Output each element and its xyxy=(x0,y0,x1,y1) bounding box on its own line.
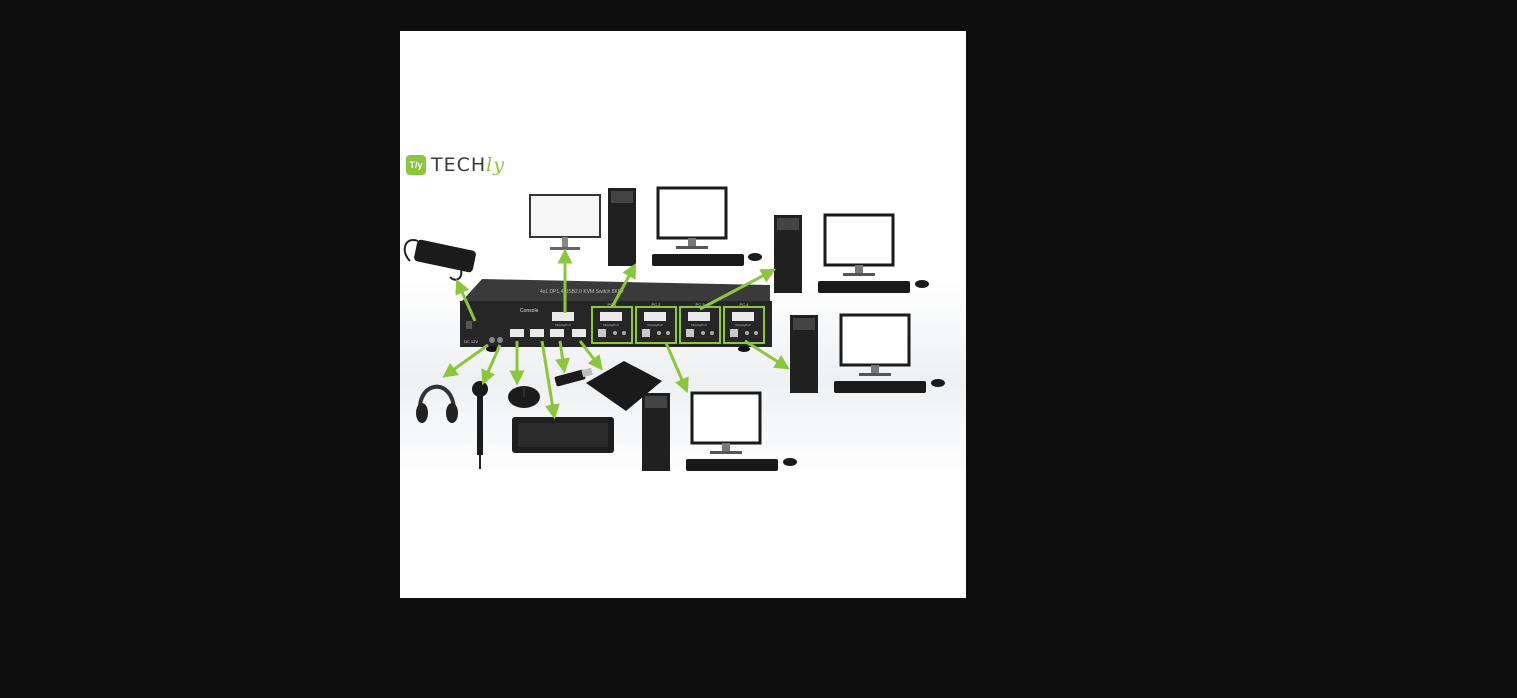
arrow-keyboard xyxy=(540,340,560,420)
logo-text: TECHly xyxy=(431,154,505,176)
displayport-label: DisplayPort xyxy=(555,323,571,327)
arrow-external-drive xyxy=(578,340,603,371)
displayport-label: DisplayPort xyxy=(735,323,751,327)
pc-port-label: PC 4 xyxy=(740,302,750,307)
console-monitor-icon xyxy=(529,194,601,250)
arrow-pc-2 xyxy=(699,268,776,311)
arrow-power xyxy=(455,278,477,322)
power-adapter-icon xyxy=(403,239,476,281)
keyboard-icon xyxy=(512,417,614,453)
pc-3-icon xyxy=(790,313,945,393)
arrow-pc-1 xyxy=(610,263,637,308)
pc-2-port-group xyxy=(635,306,677,344)
pc-port-label: PC 3 xyxy=(696,302,706,307)
pc-3-port-group xyxy=(679,306,721,344)
dc-label: DC 12V xyxy=(464,339,478,344)
device-title: 4x1 DP1.4/USB2.0 KVM Switch 8K60 xyxy=(540,289,624,295)
arrow-microphone xyxy=(481,344,502,386)
headphones-icon xyxy=(416,384,458,423)
pc-port-label: PC 1 xyxy=(608,302,618,307)
pc-port-label: PC 2 xyxy=(652,302,662,307)
arrow-usb-dongle xyxy=(555,340,570,374)
console-label: Console xyxy=(520,308,539,314)
arrow-headphones xyxy=(442,343,489,378)
pc-4-port-group xyxy=(723,306,765,344)
pc-1-icon xyxy=(608,186,762,266)
external-drive-icon xyxy=(586,361,662,411)
connection-arrows xyxy=(442,248,790,420)
mouse-icon xyxy=(508,386,540,408)
logo-text-main: TECH xyxy=(431,154,487,176)
arrow-pc-4 xyxy=(664,342,689,394)
displayport-label: DisplayPort xyxy=(647,323,663,327)
displayport-label: DisplayPort xyxy=(603,323,619,327)
kvm-switch-device: 4x1 DP1.4/USB2.0 KVM Switch 8K60 Console… xyxy=(460,279,772,352)
techly-logo: T/y TECHly xyxy=(406,150,505,180)
pc-2-icon xyxy=(774,213,929,293)
pc-4-icon xyxy=(642,391,797,471)
logo-text-accent: ly xyxy=(486,154,505,176)
logo-badge-icon: T/y xyxy=(406,155,426,175)
arrow-pc-3 xyxy=(744,339,790,370)
product-image: 4x1 DP1.4/USB2.0 KVM Switch 8K60 Console… xyxy=(400,31,966,598)
kvm-connection-diagram: 4x1 DP1.4/USB2.0 KVM Switch 8K60 Console… xyxy=(400,186,966,481)
displayport-label: DisplayPort xyxy=(691,323,707,327)
